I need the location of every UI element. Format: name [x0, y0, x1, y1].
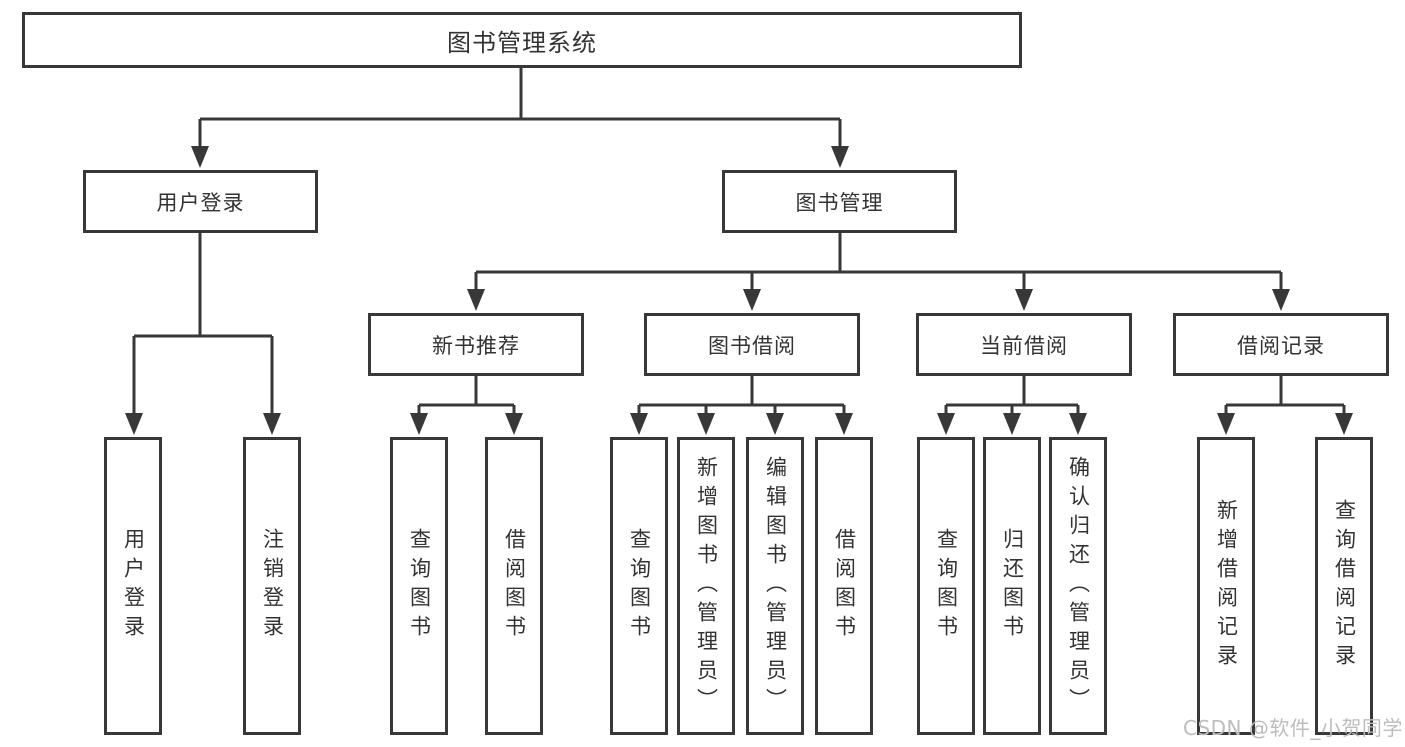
- connector-paths: [132, 68, 1346, 417]
- leaf-logout: 注销登录: [243, 437, 301, 735]
- leaf-edit-books-admin: 编辑图书（管理员）: [746, 437, 804, 735]
- node-new-book-recommendation: 新书推荐: [368, 313, 584, 376]
- leaf-return-books: 归还图书: [983, 437, 1041, 735]
- leaf-user-login: 用户登录: [104, 437, 162, 735]
- watermark: CSDN @软件_小贺同学: [1183, 716, 1403, 740]
- leaf-label: 新增借阅记录: [1214, 499, 1239, 673]
- node-label: 图书借阅: [708, 333, 796, 358]
- node-book-borrowing: 图书借阅: [644, 313, 860, 376]
- node-label: 用户登录: [156, 190, 245, 215]
- leaf-borrow-books-recommend: 借阅图书: [485, 437, 543, 735]
- leaf-add-books-admin: 新增图书（管理员）: [677, 437, 735, 735]
- leaf-label: 查询借阅记录: [1332, 499, 1357, 673]
- leaf-label: 查询图书: [934, 528, 959, 644]
- leaf-borrow-books: 借阅图书: [815, 437, 873, 735]
- leaf-label: 借阅图书: [832, 528, 857, 644]
- leaf-query-books-recommend: 查询图书: [390, 437, 448, 735]
- arrowheads: [125, 146, 1353, 435]
- leaf-label: 确认归还（管理员）: [1066, 455, 1091, 717]
- leaf-add-borrow-record: 新增借阅记录: [1197, 437, 1255, 735]
- node-label: 当前借阅: [980, 333, 1068, 358]
- leaf-query-books-current: 查询图书: [917, 437, 975, 735]
- leaf-label: 借阅图书: [502, 528, 527, 644]
- leaf-label: 编辑图书（管理员）: [763, 455, 788, 717]
- node-label: 借阅记录: [1237, 333, 1325, 358]
- node-current-borrowing: 当前借阅: [916, 313, 1132, 376]
- leaf-label: 注销登录: [260, 528, 285, 644]
- node-label: 新书推荐: [432, 333, 520, 358]
- leaf-confirm-return-admin: 确认归还（管理员）: [1049, 437, 1107, 735]
- node-user-login: 用户登录: [83, 170, 318, 233]
- leaf-query-books-borrow: 查询图书: [610, 437, 668, 735]
- leaf-label: 用户登录: [121, 528, 146, 644]
- leaf-query-borrow-record: 查询借阅记录: [1315, 437, 1373, 735]
- leaf-label: 新增图书（管理员）: [694, 455, 719, 717]
- node-borrowing-records: 借阅记录: [1173, 313, 1389, 376]
- node-library-management-system: 图书管理系统: [22, 12, 1022, 68]
- leaf-label: 查询图书: [627, 528, 652, 644]
- node-label: 图书管理: [795, 190, 884, 215]
- node-label: 图书管理系统: [447, 28, 597, 57]
- leaf-label: 归还图书: [1000, 528, 1025, 644]
- node-book-management: 图书管理: [722, 170, 957, 233]
- leaf-label: 查询图书: [407, 528, 432, 644]
